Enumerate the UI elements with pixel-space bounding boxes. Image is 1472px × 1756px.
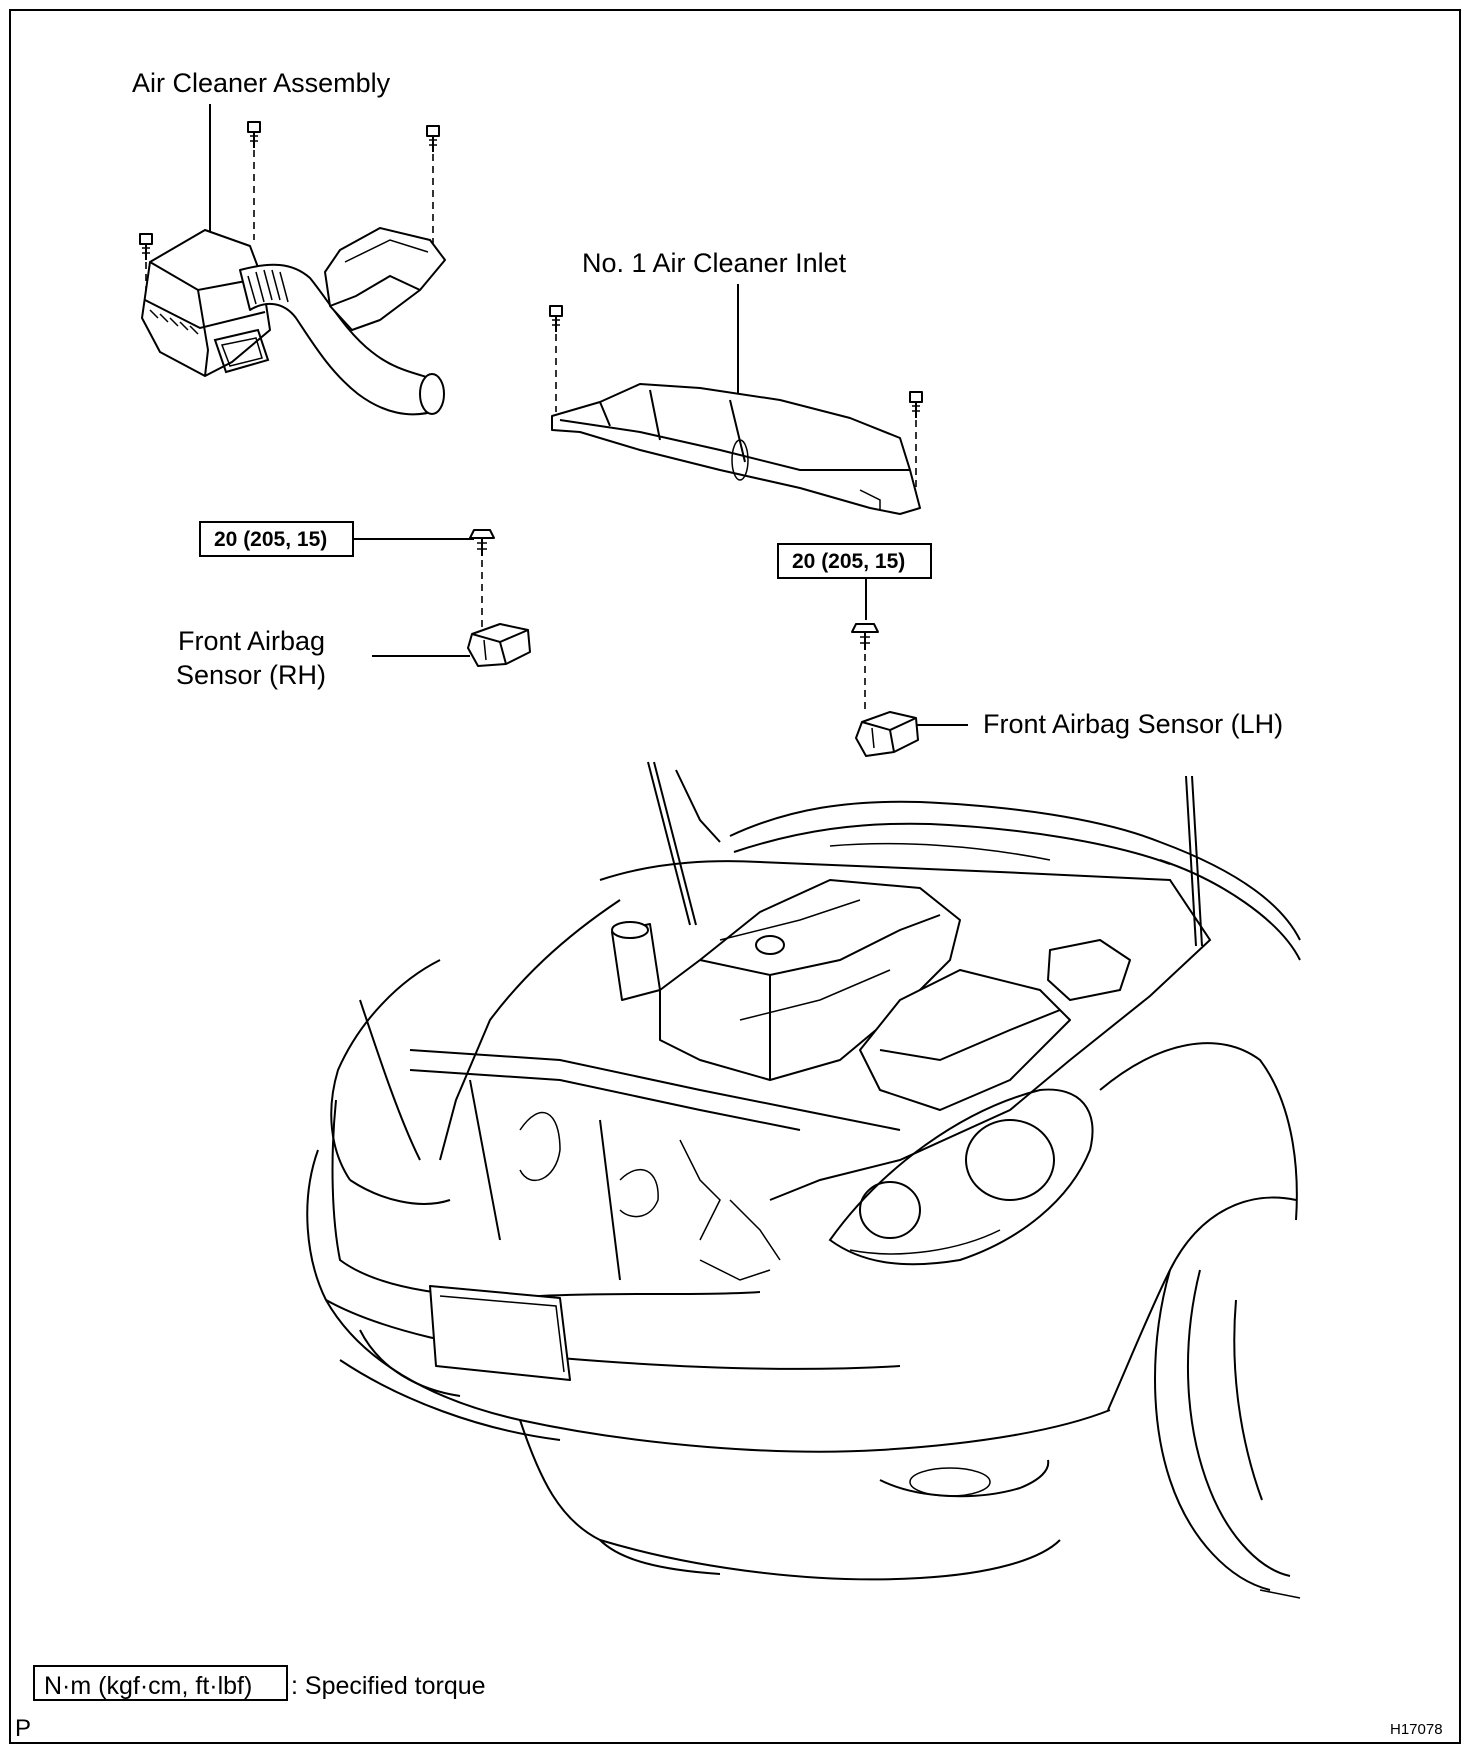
air-cleaner-assembly: [141, 227, 446, 416]
airbag-sensor-icon: [855, 711, 919, 757]
air-cleaner-inlet: [551, 383, 921, 515]
torque-box-rh: [199, 521, 354, 557]
label-airbag-rh-line2: Sensor (RH): [176, 660, 326, 690]
bolt-icon: [909, 391, 923, 418]
bolt-icon: [549, 305, 563, 332]
bolt-icon: [247, 121, 261, 148]
airbag-sensor-icon: [467, 623, 531, 667]
torque-box-lh: [777, 543, 932, 579]
label-airbag-rh-line1: Front Airbag: [178, 626, 325, 656]
label-airbag-lh: Front Airbag Sensor (LH): [983, 709, 1283, 739]
figure-border: [9, 9, 1461, 1744]
bolt-icon: [426, 125, 440, 152]
bolt-icon: [469, 529, 495, 556]
bolt-icon: [851, 623, 879, 650]
torque-value-lh: 20 (205, 15): [792, 550, 905, 573]
bolt-icon: [139, 233, 153, 260]
label-air-cleaner-assembly: Air Cleaner Assembly: [132, 68, 391, 98]
legend-unit: N·m (kgf·cm, ft·lbf): [44, 1672, 252, 1700]
footer-left-mark: P: [15, 1715, 31, 1742]
legend-unit-box: [33, 1665, 288, 1701]
figure-code: H17078: [1390, 1721, 1443, 1738]
vehicle-front-illustration: [306, 761, 1301, 1599]
legend-text: : Specified torque: [291, 1672, 486, 1700]
label-air-cleaner-inlet: No. 1 Air Cleaner Inlet: [582, 248, 847, 278]
torque-value-rh: 20 (205, 15): [214, 528, 327, 551]
